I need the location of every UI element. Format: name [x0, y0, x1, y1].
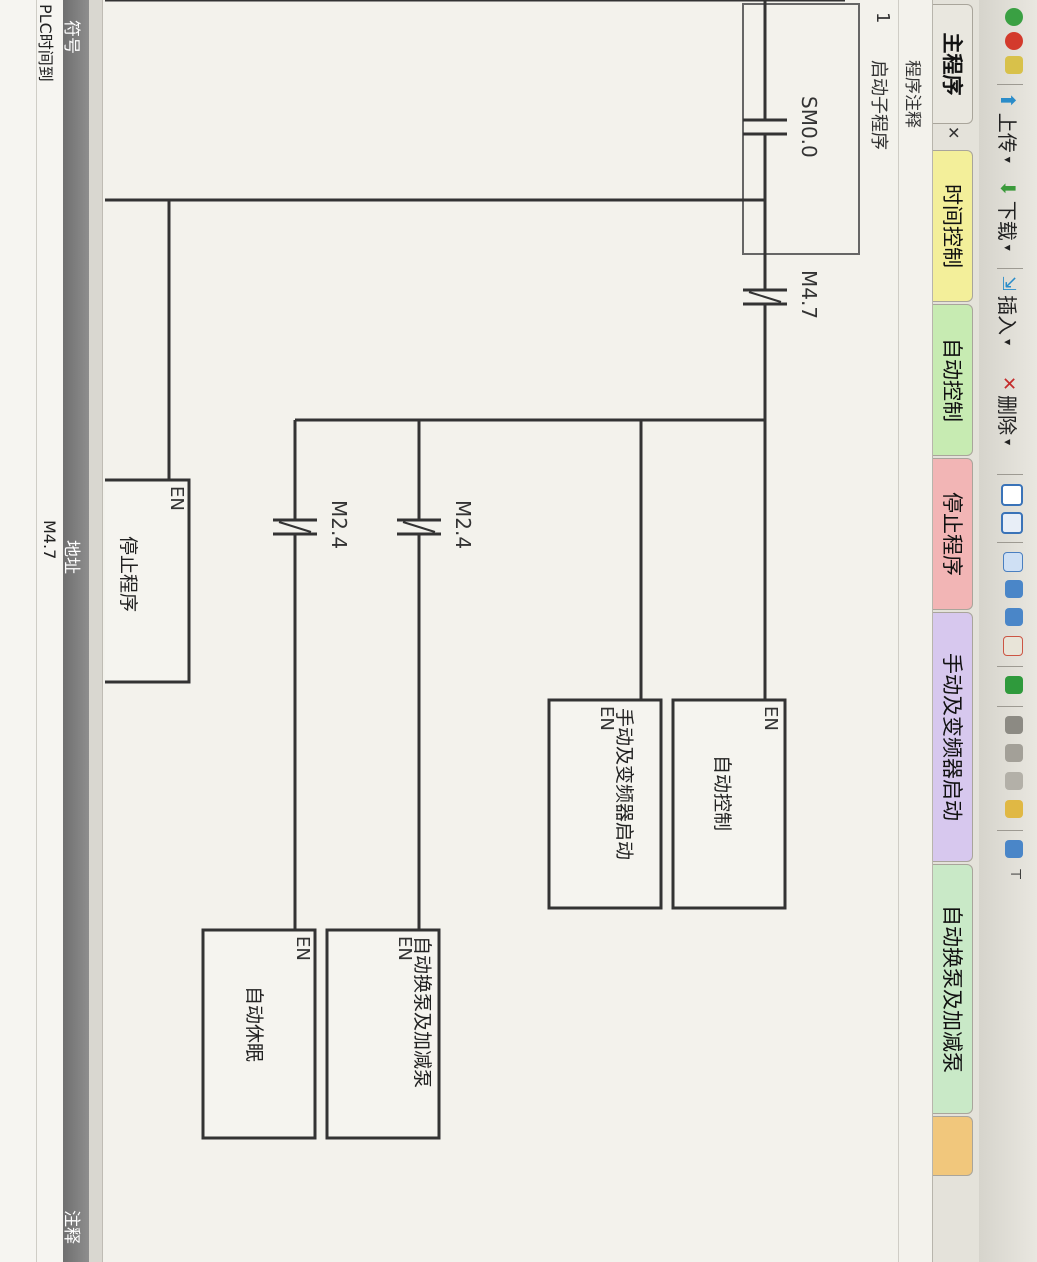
bookmark-clear-icon[interactable]	[1005, 800, 1023, 818]
upload-label: 上传	[995, 112, 1019, 153]
tab-auto-control[interactable]: 自动控制	[933, 304, 973, 456]
insert-label: 插入	[995, 295, 1019, 336]
ladder-diagram	[105, 0, 860, 1140]
network-icon[interactable]	[1001, 484, 1023, 506]
address-cell: M4.7	[40, 520, 59, 560]
block-auto-pump-switch	[325, 928, 441, 1140]
block-auto-sleep-en: EN	[292, 936, 313, 961]
block-auto-sleep	[201, 928, 317, 1140]
network-alt-icon[interactable]	[1001, 512, 1023, 534]
tab-time-control[interactable]: 时间控制	[933, 150, 973, 302]
contact-m24b-address: M2.4	[327, 500, 351, 550]
horizontal-scrollbar[interactable]	[88, 0, 103, 1262]
symbol-cell: PLC时间到	[36, 4, 55, 82]
box-icon[interactable]	[1003, 552, 1023, 572]
delete-label: 删除	[995, 395, 1019, 436]
network-header[interactable]: 1 启动子程序	[865, 0, 899, 1262]
upload-arrow-icon: ⬆	[996, 92, 1021, 109]
chevron-down-icon: ▾	[1001, 156, 1016, 163]
more-icon[interactable]: ⊤	[1007, 868, 1023, 881]
tab-main[interactable]: 主程序	[933, 4, 973, 124]
tab-manual-vfd-start[interactable]: 手动及变频器启动	[933, 612, 973, 862]
clear-icon[interactable]	[1003, 636, 1023, 656]
symbol-table-header: 符号 地址 注释	[61, 0, 89, 1262]
chevron-down-icon: ▾	[1001, 244, 1016, 251]
tab-auto-pump-switch[interactable]: 自动换泵及加减泵	[933, 864, 973, 1114]
stop-icon[interactable]	[1005, 32, 1023, 50]
close-icon[interactable]: ✕	[944, 126, 963, 140]
network-title: 启动子程序	[868, 60, 889, 150]
delete-icon: ✕	[998, 376, 1019, 392]
run-icon[interactable]	[1005, 8, 1023, 26]
tab-label: 停止程序	[940, 492, 964, 576]
network-number: 1	[872, 12, 893, 24]
column-symbol[interactable]: 符号	[61, 20, 81, 54]
tab-label: 自动控制	[940, 338, 964, 422]
chevron-down-icon: ▾	[1001, 439, 1016, 446]
block-auto-control-title: 自动控制	[711, 755, 733, 832]
program-editor: 程序注释 1 启动子程序	[0, 0, 933, 1262]
block-stop-program-title: 停止程序	[117, 536, 139, 613]
download-label: 下载	[995, 200, 1019, 241]
contact-sm00-address: SM0.0	[797, 96, 821, 158]
column-comment[interactable]: 注释	[61, 1210, 81, 1244]
toolbar: ⬆ 上传 ▾ ⬇ 下载 ▾ ⇲ 插入 ▾ ✕ 删除 ▾	[978, 0, 1037, 1262]
insert-button[interactable]: ⇲ 插入 ▾	[994, 276, 1023, 345]
view-icon[interactable]	[1005, 840, 1023, 858]
table-row[interactable]: PLC时间到 M4.7	[36, 0, 61, 1262]
tab-stop-program[interactable]: 停止程序	[933, 458, 973, 610]
bookmark-next-icon[interactable]	[1005, 744, 1023, 762]
bookmark-prev-icon[interactable]	[1005, 772, 1023, 790]
upload-button[interactable]: ⬆ 上传 ▾	[994, 92, 1023, 163]
goto-icon[interactable]	[1005, 676, 1023, 694]
bookmark-icon[interactable]	[1005, 716, 1023, 734]
delete-button[interactable]: ✕ 删除 ▾	[994, 376, 1023, 445]
symbol-table: 符号 地址 注释 PLC时间到 M4.7	[0, 0, 89, 1262]
block-auto-pump-switch-en: EN	[394, 936, 415, 961]
program-comment-label: 程序注释	[902, 60, 922, 128]
block-manual-vfd-start-en: EN	[596, 706, 617, 731]
tab-label: 主程序	[940, 32, 964, 96]
tab-more[interactable]	[933, 1116, 973, 1176]
download-button[interactable]: ⬇ 下载 ▾	[994, 180, 1023, 251]
column-address[interactable]: 地址	[61, 540, 81, 574]
tab-label: 手动及变频器启动	[940, 653, 964, 821]
tab-strip: 主程序 ✕ 时间控制 自动控制 停止程序 手动及变频器启动 自动换泵及加减泵	[932, 0, 979, 1262]
block-stop-program	[105, 478, 191, 684]
chevron-down-icon: ▾	[1001, 339, 1016, 346]
block-auto-control	[671, 698, 787, 910]
download-arrow-icon: ⬇	[996, 180, 1021, 197]
ladder-network[interactable]: SM0.0 M4.7 M2.4 M2.4 自动控制 EN 手动及变频器启动 EN…	[105, 0, 865, 1262]
block-auto-sleep-title: 自动休眠	[243, 986, 265, 1063]
contact-m47-address: M4.7	[797, 270, 821, 320]
insert-icon: ⇲	[998, 276, 1019, 292]
block-auto-control-en: EN	[760, 706, 781, 731]
contact-m24a-address: M2.4	[451, 500, 475, 550]
block-stop-program-en: EN	[166, 486, 187, 511]
selection-box	[742, 3, 860, 255]
arrow-right-icon[interactable]	[1005, 608, 1023, 626]
block-manual-vfd-start	[547, 698, 663, 910]
tab-label: 时间控制	[940, 184, 964, 268]
tab-label: 自动换泵及加减泵	[940, 905, 964, 1073]
program-comment-bar[interactable]: 程序注释	[898, 0, 933, 1262]
arrow-left-icon[interactable]	[1005, 580, 1023, 598]
compile-icon[interactable]	[1005, 56, 1023, 74]
